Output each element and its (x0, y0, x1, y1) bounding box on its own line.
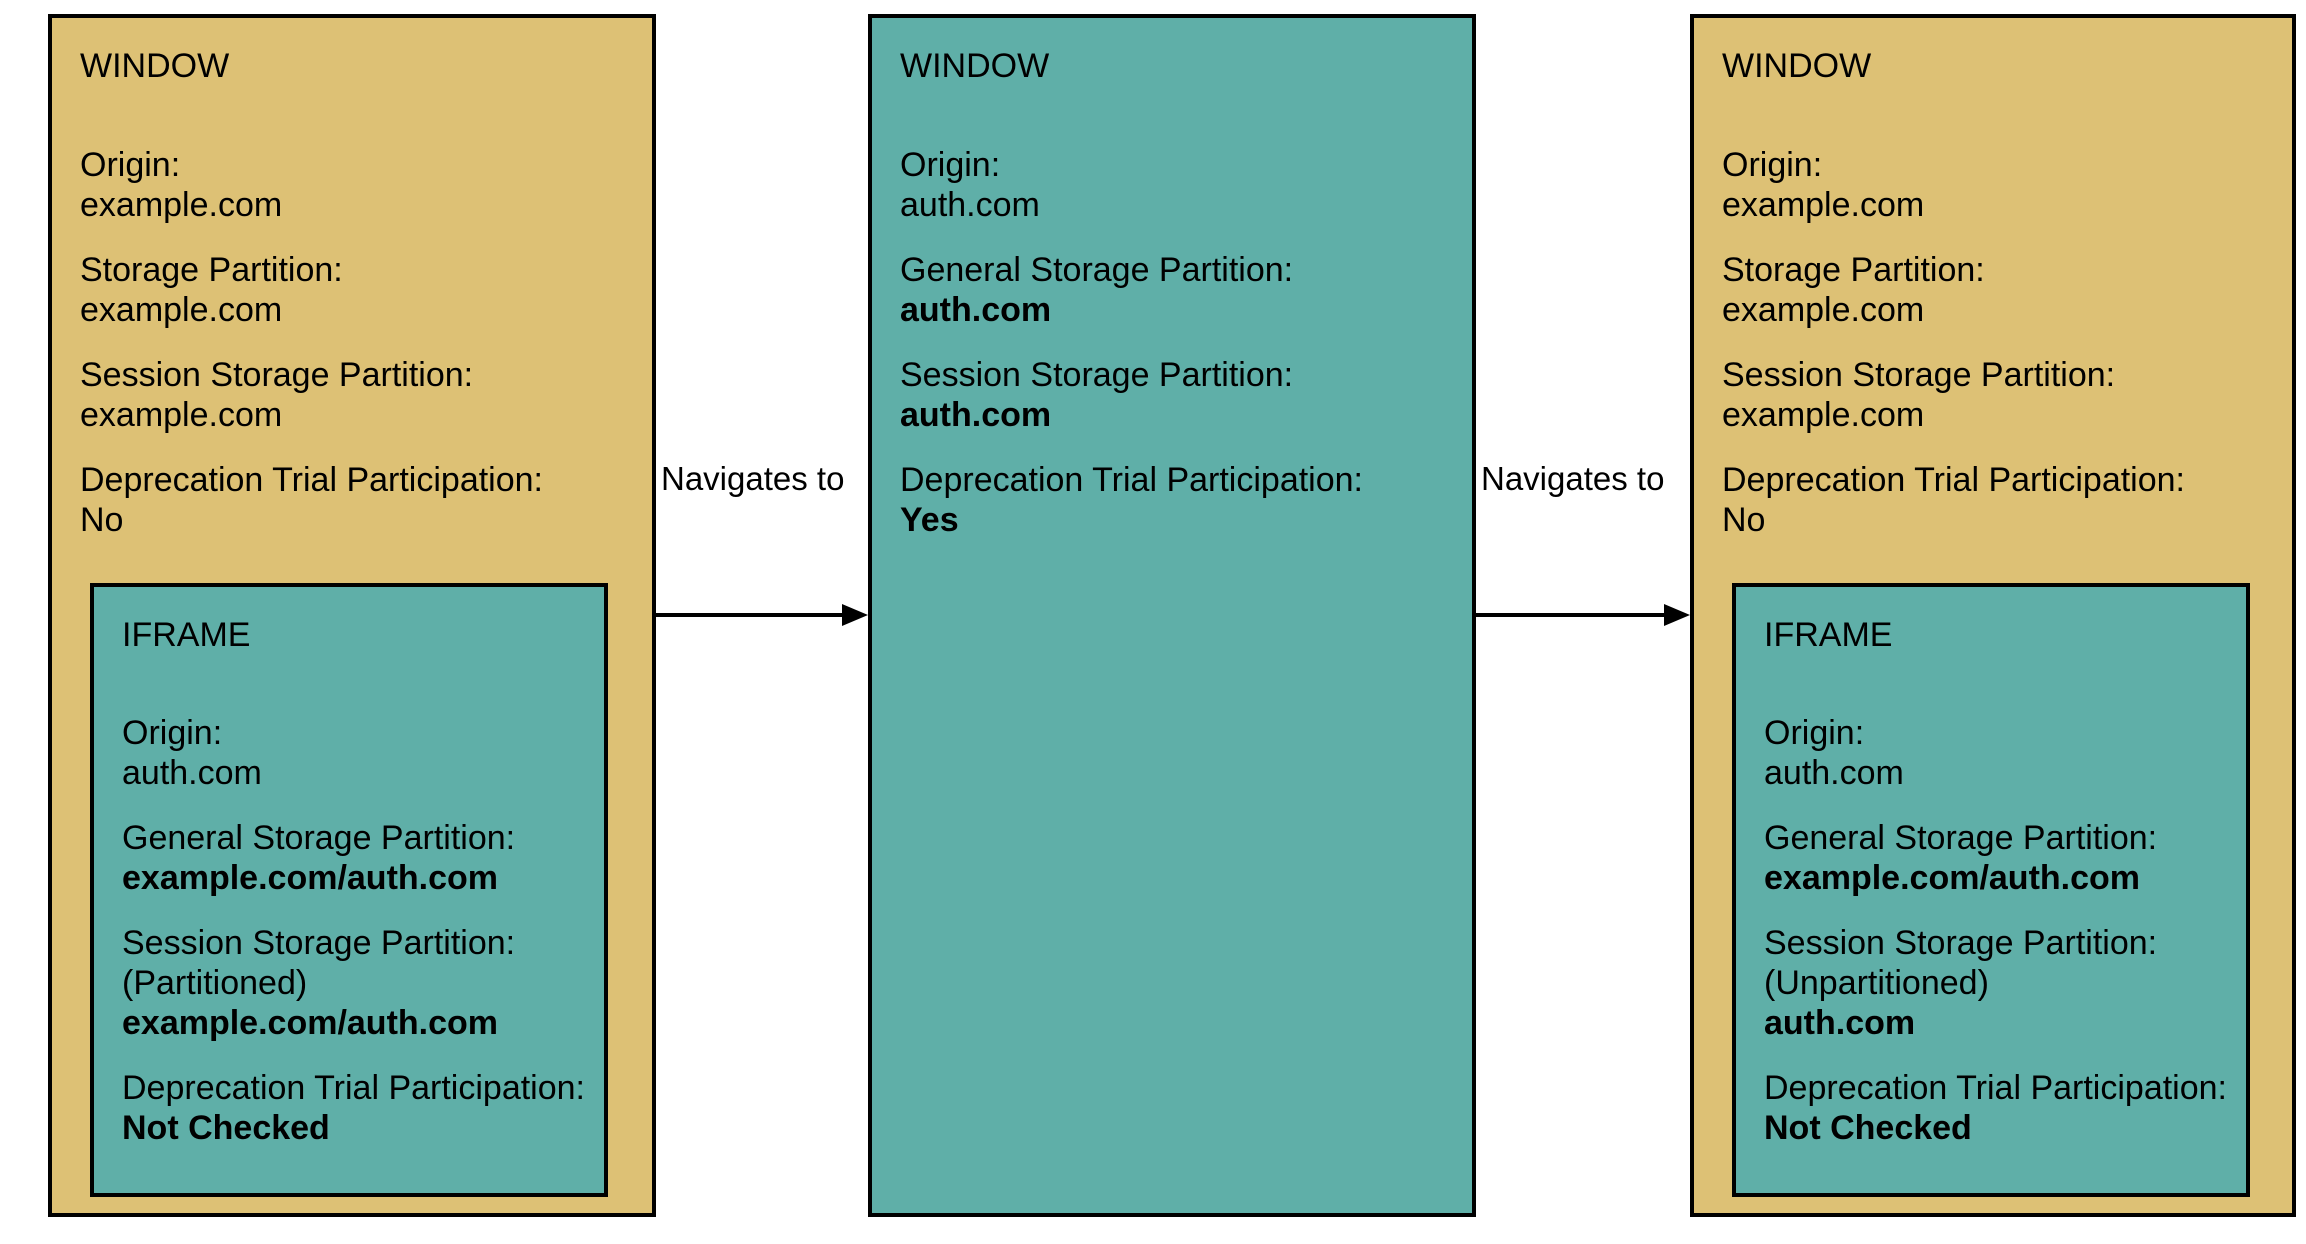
field-deprecation-trial-participation: Deprecation Trial Participation: Yes (900, 460, 1363, 540)
window-1-title: WINDOW (80, 47, 230, 85)
field-value: example.com (80, 396, 283, 434)
field-value: auth.com (1764, 754, 1904, 792)
field-label: Session Storage Partition: (900, 356, 1294, 394)
field-label: Storage Partition: (80, 251, 343, 289)
field-origin: Origin: auth.com (122, 713, 585, 793)
window-3-title: WINDOW (1722, 47, 1872, 85)
field-label: General Storage Partition: (900, 251, 1294, 289)
field-storage-partition: Storage Partition: example.com (1722, 250, 2185, 330)
field-label: Deprecation Trial Participation: (80, 461, 544, 499)
field-value: No (80, 501, 124, 539)
arrow-shaft (1476, 613, 1668, 617)
field-value: example.com/auth.com (1764, 859, 2141, 897)
field-label: Deprecation Trial Participation: (122, 1069, 586, 1107)
field-value: auth.com (1764, 1004, 1916, 1042)
arrow-head-icon (1664, 604, 1690, 626)
field-value: example.com (80, 291, 283, 329)
field-label: Deprecation Trial Participation: (1722, 461, 2186, 499)
arrow-2-label: Navigates to (1481, 460, 1665, 497)
field-value: No (1722, 501, 1766, 539)
field-origin: Origin: example.com (80, 145, 543, 225)
field-session-storage-partition: Session Storage Partition:(Unpartitioned… (1764, 923, 2227, 1043)
iframe-1-fields: Origin: auth.com General Storage Partiti… (122, 713, 585, 1148)
field-label: Deprecation Trial Participation: (1764, 1069, 2228, 1107)
field-general-storage-partition: General Storage Partition: example.com/a… (122, 818, 585, 898)
field-label: General Storage Partition: (122, 819, 516, 857)
arrow-head-icon (842, 604, 868, 626)
iframe-3-title: IFRAME (1764, 616, 1893, 654)
field-value: auth.com (122, 754, 262, 792)
field-deprecation-trial-participation: Deprecation Trial Participation: No (1722, 460, 2185, 540)
iframe-3-fields: Origin: auth.com General Storage Partiti… (1764, 713, 2227, 1148)
field-value: example.com (1722, 396, 1925, 434)
window-2-fields: Origin: auth.com General Storage Partiti… (900, 145, 1363, 540)
window-3-fields: Origin: example.com Storage Partition: e… (1722, 145, 2185, 540)
field-value: example.com (1722, 291, 1925, 329)
navigates-to-arrow-1 (656, 604, 868, 626)
field-deprecation-trial-participation: Deprecation Trial Participation: Not Che… (122, 1068, 585, 1148)
field-deprecation-trial-participation: Deprecation Trial Participation: Not Che… (1764, 1068, 2227, 1148)
arrow-shaft (656, 613, 846, 617)
field-session-storage-partition: Session Storage Partition: auth.com (900, 355, 1363, 435)
field-value: example.com/auth.com (122, 1004, 499, 1042)
field-value: Yes (900, 501, 959, 539)
field-value: example.com (1722, 186, 1925, 224)
field-label: Storage Partition: (1722, 251, 1985, 289)
arrow-1-label: Navigates to (661, 460, 845, 497)
window-panel-2 (868, 14, 1476, 1217)
field-label: Origin: (1722, 146, 1823, 184)
field-origin: Origin: example.com (1722, 145, 2185, 225)
field-label: Origin: (80, 146, 181, 184)
window-1-fields: Origin: example.com Storage Partition: e… (80, 145, 543, 540)
field-label: Deprecation Trial Participation: (900, 461, 1364, 499)
field-session-storage-partition: Session Storage Partition: example.com (1722, 355, 2185, 435)
field-value: Not Checked (122, 1109, 330, 1147)
field-deprecation-trial-participation: Deprecation Trial Participation: No (80, 460, 543, 540)
field-value: auth.com (900, 186, 1040, 224)
field-origin: Origin: auth.com (1764, 713, 2227, 793)
iframe-panel-3 (1732, 583, 2250, 1197)
iframe-1-title: IFRAME (122, 616, 251, 654)
field-label: Origin: (900, 146, 1001, 184)
field-value: example.com/auth.com (122, 859, 499, 897)
field-general-storage-partition: General Storage Partition: example.com/a… (1764, 818, 2227, 898)
field-general-storage-partition: General Storage Partition: auth.com (900, 250, 1363, 330)
field-label: General Storage Partition: (1764, 819, 2158, 857)
field-origin: Origin: auth.com (900, 145, 1363, 225)
field-value: auth.com (900, 396, 1052, 434)
field-session-storage-partition: Session Storage Partition: example.com (80, 355, 543, 435)
iframe-panel-1 (90, 583, 608, 1197)
field-value: auth.com (900, 291, 1052, 329)
field-session-storage-partition: Session Storage Partition:(Partitioned) … (122, 923, 585, 1043)
window-2-title: WINDOW (900, 47, 1050, 85)
field-label: Session Storage Partition: (1722, 356, 2116, 394)
field-value: Not Checked (1764, 1109, 1972, 1147)
field-value: example.com (80, 186, 283, 224)
field-label: Session Storage Partition:(Partitioned) (122, 924, 516, 1002)
field-label: Session Storage Partition:(Unpartitioned… (1764, 924, 2158, 1002)
field-label: Origin: (1764, 714, 1865, 752)
field-storage-partition: Storage Partition: example.com (80, 250, 543, 330)
field-label: Session Storage Partition: (80, 356, 474, 394)
field-label: Origin: (122, 714, 223, 752)
navigates-to-arrow-2 (1476, 604, 1690, 626)
